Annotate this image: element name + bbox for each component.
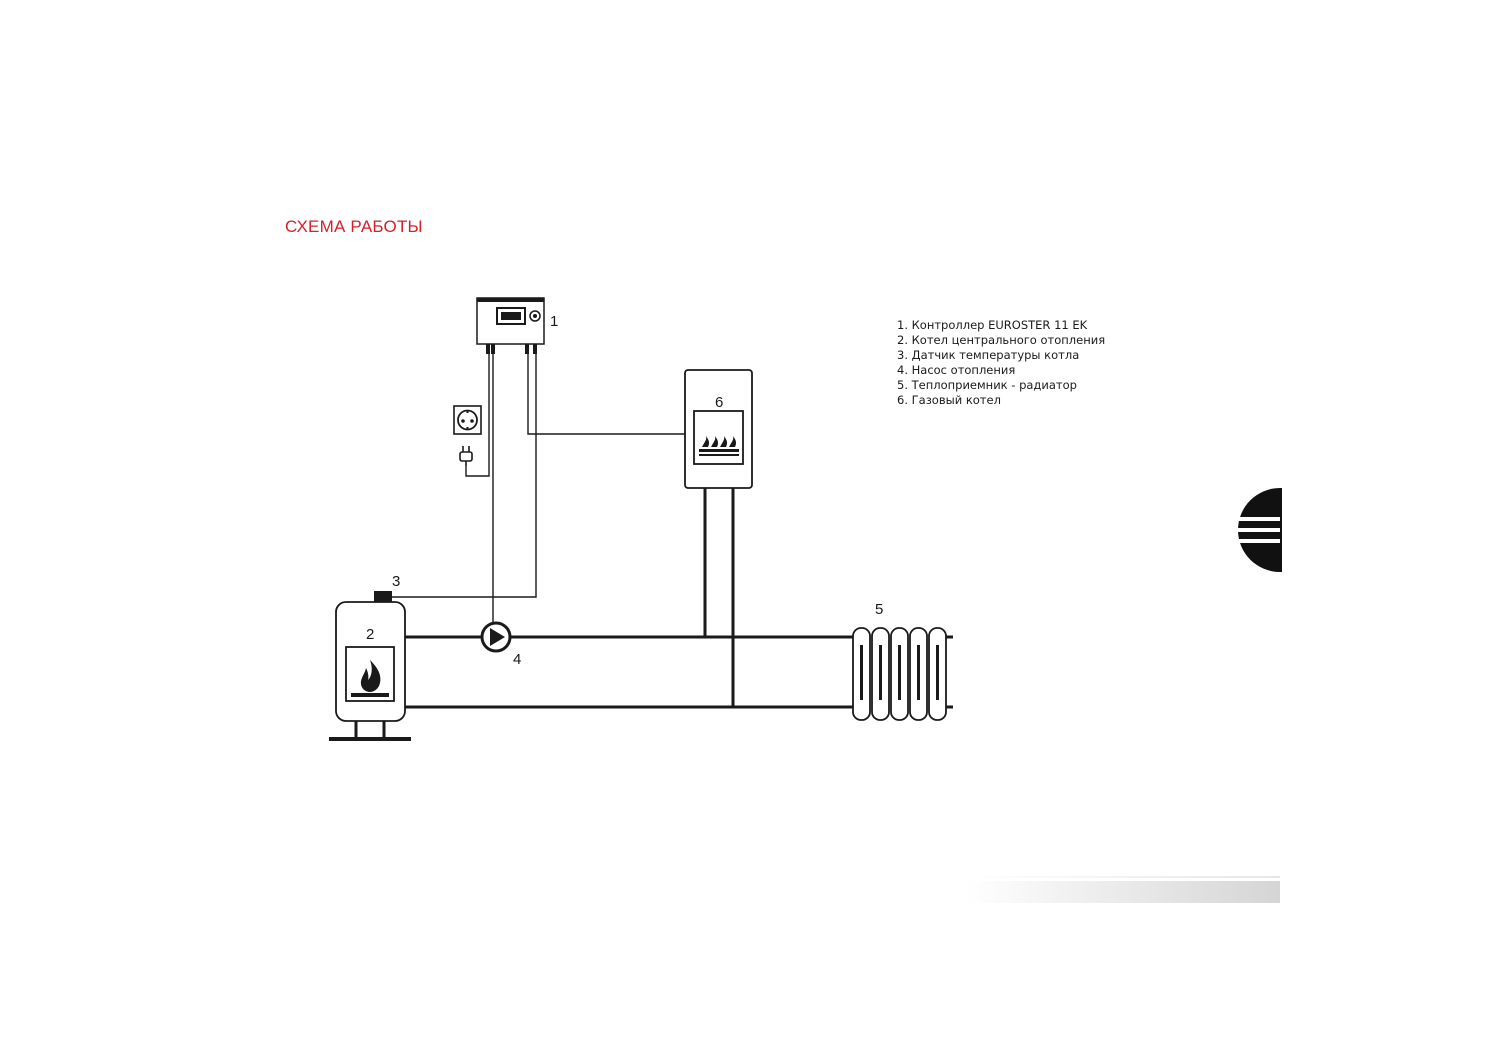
legend: 1. Контроллер EUROSTER 11 EK 2. Котел це… [897,318,1105,407]
page-title: СХЕМА РАБОТЫ [285,217,423,236]
label-controller: 1 [550,313,558,330]
brand-mark-icon [1236,488,1282,572]
solid-fuel-boiler-icon [329,601,411,741]
legend-item: 2. Котел центрального отопления [897,332,1106,347]
power-socket-icon [453,405,482,435]
legend-item: 5. Теплоприемник - радиатор [897,377,1077,392]
circulation-pump-icon [480,621,512,653]
legend-item: 6. Газовый котел [897,392,1001,407]
radiator-icon [846,627,953,721]
controller-wiring [390,354,685,622]
legend-item: 4. Насос отопления [897,362,1016,377]
controller-icon [476,297,545,354]
gas-burner-icon [699,436,739,456]
temperature-sensor-icon [374,591,392,604]
pipework [404,488,848,709]
footer-bar [965,881,1280,903]
label-pump: 4 [513,651,521,668]
footer-divider [965,876,1280,878]
label-ch-boiler: 2 [366,626,374,643]
label-gas-boiler: 6 [715,394,723,411]
label-radiator: 5 [875,601,883,618]
label-temp-sensor: 3 [392,573,400,590]
legend-item: 1. Контроллер EUROSTER 11 EK [897,318,1088,332]
legend-item: 3. Датчик температуры котла [897,347,1080,362]
power-plug-icon [459,446,473,466]
flame-icon [351,660,389,697]
gas-boiler-icon [684,369,753,489]
